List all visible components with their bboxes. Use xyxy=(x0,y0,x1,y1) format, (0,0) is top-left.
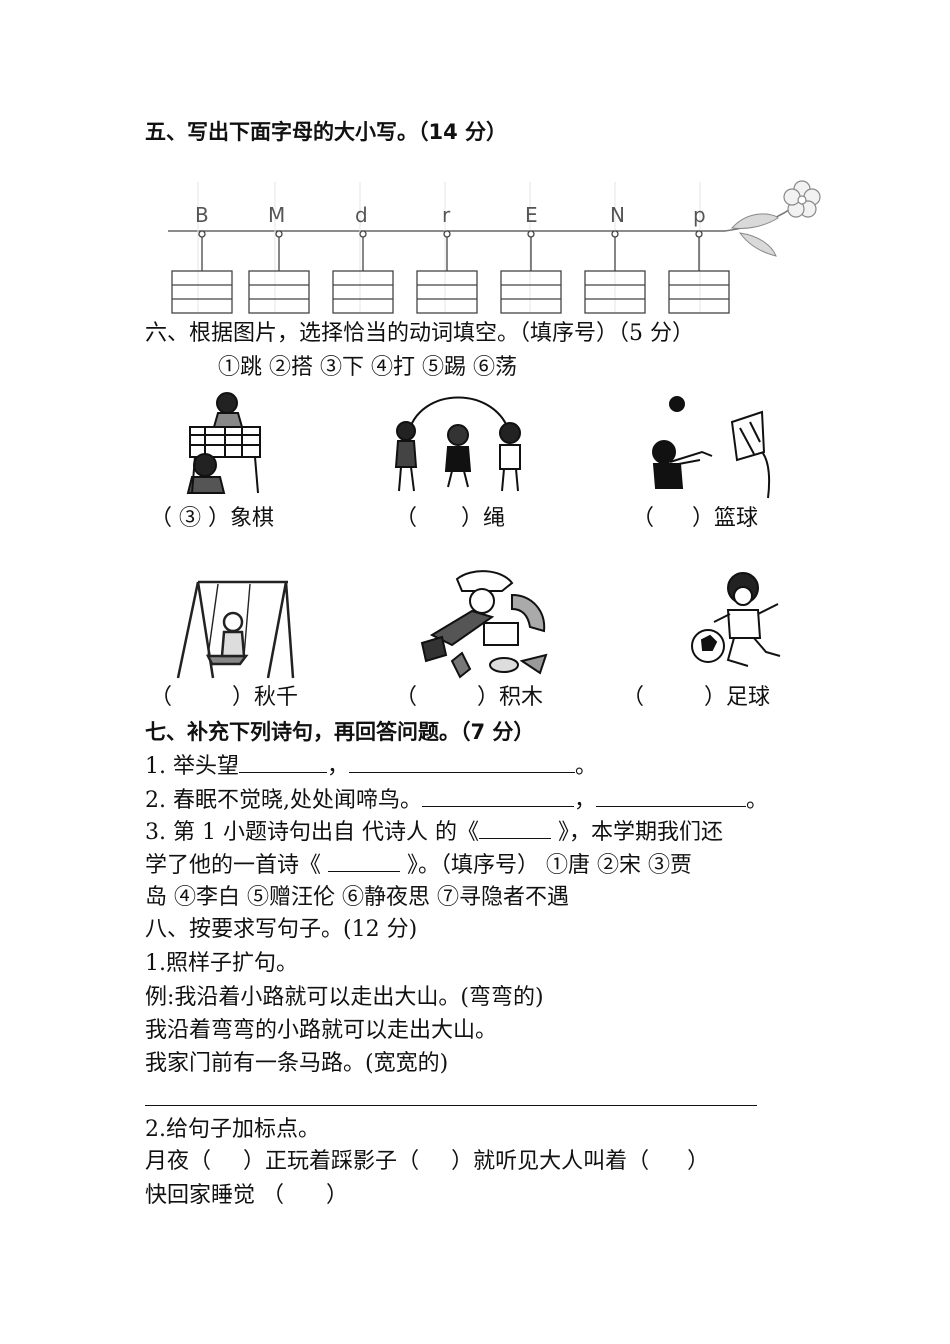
flower-icon xyxy=(724,180,821,257)
item-3-caption: （）篮球 xyxy=(632,506,759,531)
football-picture xyxy=(691,572,781,667)
blocks-picture xyxy=(420,570,548,679)
q3-blank-1[interactable] xyxy=(478,818,551,839)
basketball-picture xyxy=(652,396,771,499)
letter-2: M xyxy=(268,203,286,227)
letter-1: B xyxy=(195,203,209,227)
item-5-word: 积木 xyxy=(499,685,544,710)
item-2-caption: （）绳 xyxy=(395,506,506,531)
q2-blank-2[interactable] xyxy=(596,786,746,807)
q1-blank-2[interactable] xyxy=(349,752,575,773)
item-5-caption: （）积木 xyxy=(395,685,544,710)
answer-line[interactable] xyxy=(145,1105,757,1106)
section8-title: 八、按要求写句子。(12 分) xyxy=(145,917,418,942)
letter-3: d xyxy=(355,203,368,227)
section5-title: 五、写出下面字母的大小写。（14 分） xyxy=(145,120,508,144)
item-6-word: 足球 xyxy=(726,685,771,710)
punctuation-line-1: 月夜（）正玩着踩影子（）就听见大人叫着（） xyxy=(145,1149,710,1174)
letter-4: r xyxy=(442,203,451,227)
item-4-word: 秋千 xyxy=(254,685,299,710)
verb-options: ①跳 ②搭 ③下 ④打 ⑤踢 ⑥荡 xyxy=(218,355,517,380)
item-3-word: 篮球 xyxy=(714,506,759,531)
jump-rope-picture xyxy=(394,396,521,492)
example-sentence: 例:我沿着小路就可以走出大山。(弯弯的) xyxy=(145,985,544,1010)
item-6-caption: （）足球 xyxy=(622,685,771,710)
poem-q3-line2: 学了他的一首诗《 》。（填序号） ①唐 ②宋 ③贾 xyxy=(145,851,692,878)
sub1-title: 1.照样子扩句。 xyxy=(145,951,298,976)
q2-blank-1[interactable] xyxy=(421,786,574,807)
chess-picture xyxy=(186,392,261,494)
q3-blank-2[interactable] xyxy=(328,851,400,872)
item-4-caption: （）秋千 xyxy=(150,685,299,710)
item-1-answer[interactable]: ③ xyxy=(179,506,202,531)
sub2-title: 2.给句子加标点。 xyxy=(145,1117,320,1142)
poem-q3-line1: 3. 第 1 小题诗句出自 代诗人 的《 》，本学期我们还 xyxy=(145,818,723,845)
expand-task: 我家门前有一条马路。(宽宽的) xyxy=(145,1051,449,1076)
poem-q2: 2. 春眠不觉晓,处处闻啼鸟。，。 xyxy=(145,786,769,813)
poem-q1: 1. 举头望，。 xyxy=(145,752,598,779)
swing-picture xyxy=(176,580,295,679)
letter-line-diagram xyxy=(168,180,821,314)
item-2-word: 绳 xyxy=(483,506,506,531)
q1-blank-1[interactable] xyxy=(238,752,327,773)
item-1-caption: （ ③ ）象棋 xyxy=(150,506,275,531)
item-1-word: 象棋 xyxy=(230,506,275,531)
punctuation-line-2: 快回家睡觉 （） xyxy=(145,1183,349,1208)
letter-5: E xyxy=(525,203,538,227)
section6-title: 六、根据图片，选择恰当的动词填空。（填序号）（5 分） xyxy=(145,321,694,346)
poem-q3-line3: 岛 ④李白 ⑤赠汪伦 ⑥静夜思 ⑦寻隐者不遇 xyxy=(145,885,569,910)
example-answer: 我沿着弯弯的小路就可以走出大山。 xyxy=(145,1018,498,1043)
letter-7: p xyxy=(693,203,706,227)
letter-6: N xyxy=(610,203,625,227)
section7-title: 七、补充下列诗句，再回答问题。（7 分） xyxy=(145,720,535,744)
